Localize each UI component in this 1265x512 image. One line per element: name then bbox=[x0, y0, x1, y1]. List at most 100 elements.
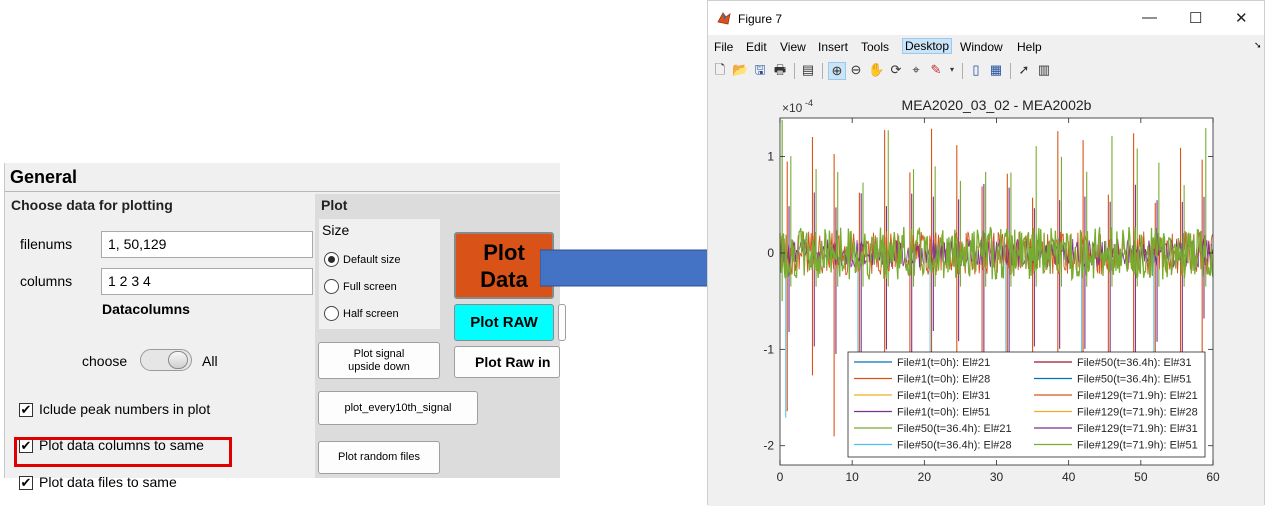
general-title: General bbox=[10, 167, 78, 187]
brush-dropdown-icon[interactable]: ▾ bbox=[949, 65, 954, 74]
toolbar-separator bbox=[822, 63, 823, 79]
radio-selected-dot bbox=[328, 256, 335, 263]
figure-title: Figure 7 bbox=[738, 12, 783, 26]
print-icon[interactable]: 🖶 bbox=[773, 62, 787, 77]
menu-insert[interactable]: Insert bbox=[818, 40, 849, 54]
x-tick-label: 20 bbox=[918, 470, 932, 484]
menu-window[interactable]: Window bbox=[960, 40, 1003, 54]
toggle-knob[interactable] bbox=[168, 351, 188, 369]
zoom-in-icon[interactable]: ⊕ bbox=[828, 62, 846, 80]
columns-same-label: Plot data columns to same bbox=[39, 437, 204, 453]
legend-box bbox=[847, 351, 1206, 458]
menu-help[interactable]: Help bbox=[1017, 40, 1042, 54]
x-tick-label: 40 bbox=[1062, 470, 1076, 484]
zoom-out-icon[interactable]: ⊖ bbox=[850, 62, 862, 77]
pan-icon[interactable]: ✋ bbox=[868, 62, 885, 77]
figure-toolbar: 🗋 📂 🖫 🖶 ▤ ⊕ ⊖ ✋ ⟳ ⌖ ✎ ▾ ▯ ▦ ➚ ▥ bbox=[708, 59, 1264, 83]
y-tick-label: -2 bbox=[763, 439, 774, 453]
size-title: Size bbox=[322, 222, 350, 238]
edit-plot-icon[interactable]: ➚ bbox=[1018, 62, 1030, 77]
x-tick-label: 30 bbox=[990, 470, 1004, 484]
legend-entry: File#1(t=0h): El#21 bbox=[897, 357, 990, 369]
figure-titlebar: Figure 7 — ☐ ✕ bbox=[708, 1, 1264, 35]
hidden-button-edge[interactable] bbox=[558, 304, 566, 341]
datacolumns-toggle[interactable] bbox=[140, 349, 192, 371]
x-tick-label: 10 bbox=[845, 470, 859, 484]
minimize-button[interactable]: — bbox=[1142, 9, 1157, 26]
x-tick-label: 50 bbox=[1134, 470, 1148, 484]
plot-data-line1: Plot bbox=[483, 240, 525, 265]
every10th-button[interactable]: plot_every10th_signal bbox=[318, 391, 478, 425]
new-figure-icon[interactable]: 🗋 bbox=[714, 62, 726, 77]
upside-down-button[interactable]: Plot signal upside down bbox=[318, 342, 440, 379]
y-exponent-label: ×10 bbox=[782, 101, 803, 115]
undock-arrow-icon[interactable]: ➘ bbox=[1254, 40, 1262, 50]
maximize-button[interactable]: ☐ bbox=[1189, 10, 1203, 27]
plot-data-button[interactable]: Plot Data bbox=[454, 232, 554, 299]
size-panel: Size Default size Full screen Half scree… bbox=[319, 219, 440, 329]
upside-down-line1: Plot signal bbox=[353, 347, 405, 360]
highlight-box bbox=[14, 437, 232, 467]
menu-tools[interactable]: Tools bbox=[861, 40, 890, 54]
toolbar-separator bbox=[962, 63, 963, 79]
legend-entry: File#129(t=71.9h): El#51 bbox=[1077, 440, 1198, 452]
columns-input[interactable]: 1 2 3 4 bbox=[101, 268, 313, 295]
legend-entry: File#1(t=0h): El#31 bbox=[897, 390, 990, 402]
radio-half-screen[interactable] bbox=[324, 306, 339, 321]
plot-data-line2: Data bbox=[480, 267, 528, 292]
divider bbox=[5, 191, 560, 192]
radio-default-size[interactable] bbox=[324, 252, 339, 267]
full-screen-label: Full screen bbox=[343, 281, 397, 293]
default-size-label: Default size bbox=[343, 254, 401, 266]
open-file-icon[interactable]: 📂 bbox=[732, 62, 749, 77]
link-plot-icon[interactable]: ▤ bbox=[801, 62, 815, 77]
y-tick-label: -1 bbox=[763, 342, 774, 356]
menu-file[interactable]: File bbox=[714, 40, 734, 54]
figure-window: Figure 7 — ☐ ✕ File Edit View Insert Too… bbox=[707, 0, 1265, 506]
brush-icon[interactable]: ✎ bbox=[930, 62, 942, 77]
plot-raw-button[interactable]: Plot RAW bbox=[454, 304, 554, 341]
datacolumns-label: Datacolumns bbox=[102, 301, 190, 317]
menu-desktop[interactable]: Desktop bbox=[902, 38, 953, 54]
menu-view[interactable]: View bbox=[780, 40, 806, 54]
filenums-label: filenums bbox=[20, 236, 73, 252]
legend-entry: File#50(t=36.4h): El#31 bbox=[1077, 357, 1192, 369]
menu-edit[interactable]: Edit bbox=[746, 40, 767, 54]
peak-numbers-checkbox[interactable]: ✔ bbox=[19, 402, 33, 417]
random-files-button[interactable]: Plot random files bbox=[318, 441, 440, 474]
figure-menubar: File Edit View Insert Tools Desktop Wind… bbox=[708, 37, 1264, 57]
chart-title: MEA2020_03_02 - MEA2002b bbox=[902, 97, 1092, 113]
legend-entry: File#1(t=0h): El#51 bbox=[897, 407, 990, 419]
colorbar-icon[interactable]: ▯ bbox=[972, 62, 980, 77]
data-cursor-icon[interactable]: ⌖ bbox=[912, 62, 920, 77]
filenums-input[interactable]: 1, 50,129 bbox=[101, 231, 313, 258]
close-button[interactable]: ✕ bbox=[1235, 10, 1248, 27]
choose-data-panel: Choose data for plotting filenums 1, 50,… bbox=[7, 194, 313, 490]
legend-entry: File#50(t=36.4h): El#51 bbox=[1077, 374, 1192, 386]
legend-entry: File#1(t=0h): El#28 bbox=[897, 374, 990, 386]
plot-panel: Plot Size Default size Full screen Half … bbox=[315, 194, 566, 478]
matlab-logo-icon bbox=[717, 12, 731, 25]
plot-title: Plot bbox=[321, 197, 348, 213]
upside-down-line2: upside down bbox=[348, 360, 410, 373]
series-line bbox=[779, 226, 1214, 282]
files-same-checkbox[interactable]: ✔ bbox=[19, 475, 33, 490]
radio-full-screen[interactable] bbox=[324, 279, 339, 294]
legend-entry: File#129(t=71.9h): El#21 bbox=[1077, 390, 1198, 402]
legend-entry: File#50(t=36.4h): El#28 bbox=[897, 440, 1012, 452]
choose-data-title: Choose data for plotting bbox=[11, 197, 173, 213]
legend-icon[interactable]: ▦ bbox=[989, 62, 1003, 77]
legend-entry: File#50(t=36.4h): El#21 bbox=[897, 423, 1012, 435]
half-screen-label: Half screen bbox=[343, 308, 399, 320]
rotate-icon[interactable]: ⟳ bbox=[890, 62, 902, 77]
toolbar-separator bbox=[1010, 63, 1011, 79]
save-icon[interactable]: 🖫 bbox=[754, 62, 766, 77]
columns-label: columns bbox=[20, 273, 73, 289]
plot-raw-in-button[interactable]: Plot Raw in bbox=[454, 346, 560, 378]
y-tick-label: 1 bbox=[767, 150, 774, 164]
toolbar-separator bbox=[794, 63, 795, 79]
files-same-label: Plot data files to same bbox=[39, 474, 177, 490]
property-inspector-icon[interactable]: ▥ bbox=[1037, 62, 1051, 77]
x-tick-label: 0 bbox=[777, 470, 784, 484]
